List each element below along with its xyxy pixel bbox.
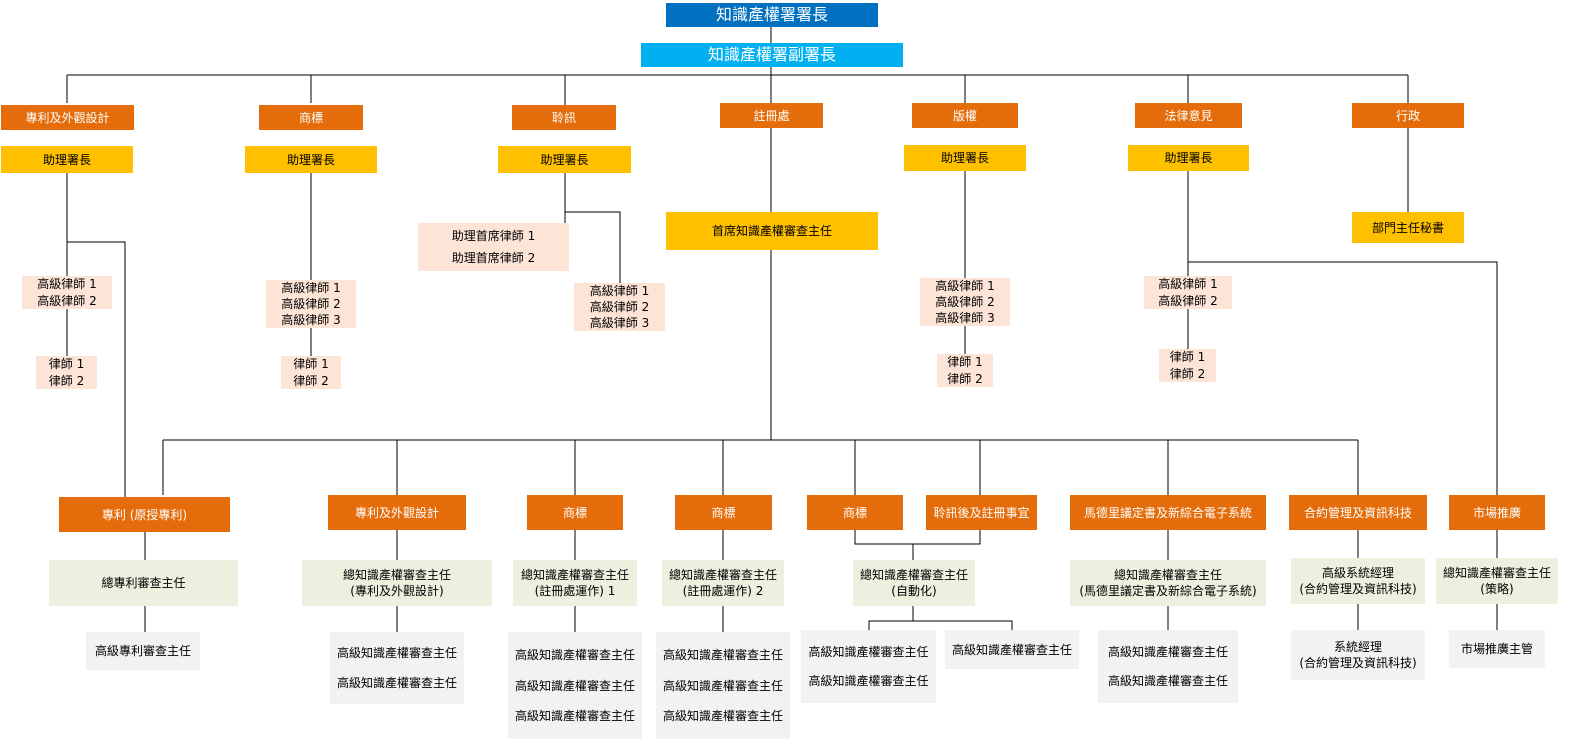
senior-lawyer-item: 高級律師 1 [590,283,649,299]
senior-lawyer-item: 高級律師 2 [935,294,994,310]
senior-lawyer-item: 高級律師 2 [590,299,649,315]
section-marketing: 市場推廣 [1449,495,1545,530]
senior-lawyer-item: 高級律師 1 [935,278,994,294]
assistant-principal-lawyer-item: 助理首席律師 2 [452,250,535,266]
section-contract-it: 合約管理及資訊科技 [1289,495,1427,530]
lawyer-item: 律師 2 [947,371,982,387]
lawyer-item: 律師 1 [1170,349,1205,365]
division-admin: 行政 [1352,103,1464,128]
staff-item: 高級知識產權審查主任 [1108,673,1228,689]
senior-lawyer-item: 高級律師 3 [281,312,340,328]
division-registry: 註冊處 [720,103,823,128]
senior-lawyer-item: 高級律師 1 [1158,276,1217,292]
staff-item: 高級知識產權審查主任 [337,645,457,661]
senior-lawyer-item: 高級律師 1 [281,280,340,296]
division-patent-design: 專利及外觀設計 [1,105,134,130]
head-contract-it: 高級系統經理 (合約管理及資訊科技) [1291,558,1425,604]
assistant-director-copyright: 助理署長 [904,145,1026,171]
head-marketing: 總知識產權審查主任 (策略) [1436,558,1558,604]
senior-lawyer-item: 高級律師 2 [1158,293,1217,309]
section-madrid: 馬德里議定書及新綜合電子系統 [1070,495,1266,530]
staff-patent-design: 高級知識產權審查主任 高級知識產權審查主任 [330,632,464,704]
senior-lawyers-patent: 高級律師 1 高級律師 2 [22,276,112,309]
lawyer-item: 律師 1 [293,356,328,372]
staff-item: 高級知識產權審查主任 [515,708,635,724]
division-copyright: 版權 [912,103,1018,128]
staff-automation-left: 高級知識產權審查主任 高級知識產權審查主任 [801,630,936,703]
senior-lawyer-item: 高級律師 1 [37,276,96,292]
lawyers-trademark: 律師 1 律師 2 [281,356,341,389]
head-automation: 總知識產權審查主任 (自動化) [853,560,975,606]
director-box: 知識產權署署長 [666,3,878,27]
section-patent-design: 專利及外觀設計 [328,495,466,530]
section-trademark-1: 商標 [527,495,623,530]
lawyer-item: 律師 1 [49,356,84,372]
staff-item: 高級知識產權審查主任 [663,647,783,663]
senior-lawyer-item: 高級律師 3 [935,310,994,326]
senior-lawyer-item: 高級律師 3 [590,315,649,331]
staff-item: 高級知識產權審查主任 [515,647,635,663]
lawyer-item: 律師 2 [49,373,84,389]
assistant-principal-lawyers-hearing: 助理首席律師 1 助理首席律師 2 [418,223,569,271]
senior-lawyers-legal: 高級律師 1 高級律師 2 [1144,276,1232,309]
senior-lawyers-hearing: 高級律師 1 高級律師 2 高級律師 3 [574,283,665,331]
section-patent-original: 專利 (原授專利) [59,497,230,532]
assistant-principal-lawyer-item: 助理首席律師 1 [452,228,535,244]
division-trademark: 商標 [259,105,363,130]
staff-patent-original: 高級專利審查主任 [86,632,200,670]
section-trademark-3: 商標 [807,495,903,530]
senior-lawyers-copyright: 高級律師 1 高級律師 2 高級律師 3 [920,278,1010,326]
senior-lawyer-item: 高級律師 2 [281,296,340,312]
lawyers-legal: 律師 1 律師 2 [1159,349,1216,382]
departmental-secretary: 部門主任秘書 [1352,212,1464,243]
assistant-director-patent: 助理署長 [1,146,133,173]
senior-lawyer-item: 高級律師 2 [37,293,96,309]
staff-contract-it: 系統經理 (合約管理及資訊科技) [1291,630,1425,680]
lawyer-item: 律師 2 [1170,366,1205,382]
staff-item: 高級知識產權審查主任 [1108,644,1228,660]
head-trademark-1: 總知識產權審查主任 (註冊處運作) 1 [513,560,637,606]
staff-item: 高級知識產權審查主任 [663,678,783,694]
lawyers-patent: 律師 1 律師 2 [36,356,97,389]
lawyer-item: 律師 1 [947,354,982,370]
assistant-director-trademark: 助理署長 [245,146,377,173]
section-post-hearing: 聆訊後及註冊事宜 [926,495,1037,530]
staff-marketing: 市場推廣主管 [1449,630,1545,668]
head-madrid: 總知識產權審查主任 (馬德里議定書及新綜合電子系統) [1070,560,1266,606]
head-patent-design: 總知識產權審查主任 (專利及外觀設計) [302,560,492,606]
staff-trademark-2: 高級知識產權審查主任 高級知識產權審查主任 高級知識產權審查主任 [656,632,790,739]
senior-lawyers-trademark: 高級律師 1 高級律師 2 高級律師 3 [266,280,356,328]
division-hearing: 聆訊 [512,105,616,130]
lawyers-copyright: 律師 1 律師 2 [937,354,993,387]
staff-item: 高級知識產權審查主任 [663,708,783,724]
assistant-director-legal: 助理署長 [1128,145,1249,171]
section-trademark-2: 商標 [675,495,772,530]
chief-ip-examiner: 首席知識產權審查主任 [666,212,878,250]
staff-item: 高級知識產權審查主任 [515,678,635,694]
staff-item: 高級知識產權審查主任 [808,644,928,660]
lawyer-item: 律師 2 [293,373,328,389]
head-trademark-2: 總知識產權審查主任 (註冊處運作) 2 [662,560,784,606]
staff-madrid: 高級知識產權審查主任 高級知識產權審查主任 [1098,630,1238,703]
staff-item: 高級知識產權審查主任 [808,673,928,689]
head-patent-original: 總專利審查主任 [49,560,238,606]
staff-trademark-1: 高級知識產權審查主任 高級知識產權審查主任 高級知識產權審查主任 [508,632,642,739]
division-legal-advice: 法律意見 [1135,103,1242,128]
staff-automation-right: 高級知識產權審查主任 [945,630,1079,669]
assistant-director-hearing: 助理署長 [498,146,631,173]
staff-item: 高級知識產權審查主任 [337,675,457,691]
deputy-director-box: 知識產權署副署長 [641,43,903,67]
